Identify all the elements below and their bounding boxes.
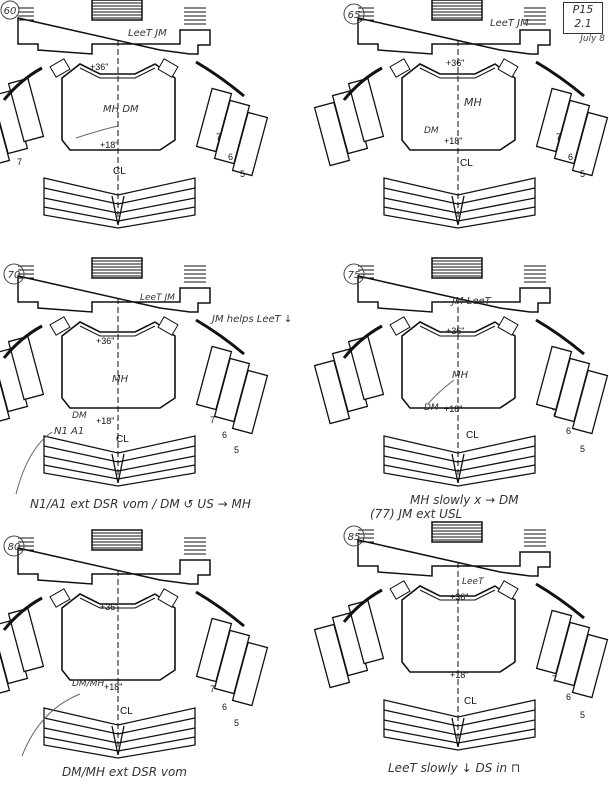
platform-num-6-right: 6 <box>568 152 573 162</box>
blocking-panel-70: 70 LeeT JM JM helps LeeT ↓ MH DM N1 A1 N… <box>0 256 292 511</box>
annotation-n1-a1: N1 A1 <box>54 426 84 437</box>
downstage-level-label: +18" <box>444 404 462 414</box>
annotation-mh-dm: MH DM <box>103 104 139 115</box>
platform-num-5-right: 5 <box>234 718 239 728</box>
platform-num-5-right: 5 <box>580 169 585 179</box>
platform-num-7-right: 7 <box>210 684 215 694</box>
annotation-leet-jm: LeeT JM <box>140 293 175 303</box>
annotation-jm-leet: JM LeeT <box>450 296 492 307</box>
downstage-level-label: +18" <box>444 136 462 146</box>
blocking-panel-80: 80 DM/MH DM/MH ext DSR vom +36" +18" CL … <box>0 528 269 779</box>
upstage-level-label: +36" <box>446 326 464 336</box>
page-number: P15 <box>572 3 594 16</box>
annotation-dm: DM <box>424 403 439 413</box>
centerline-label: CL <box>113 166 126 177</box>
platform-num-7-right: 7 <box>210 415 215 425</box>
annotation-leet-jm: LeeT JM <box>128 28 167 39</box>
platform-num-5-right: 5 <box>580 444 585 454</box>
cue-number: 65 <box>348 10 361 21</box>
platform-num-6-right: 6 <box>222 430 227 440</box>
page-label-box: P15 2.1 <box>563 2 603 34</box>
downstage-level-label: +18" <box>104 682 122 692</box>
annotation-jm-exit: (77) JM ext USL <box>370 507 462 521</box>
centerline-label: CL <box>460 158 473 169</box>
platform-num-7-right: 7 <box>216 132 221 142</box>
annotation-dm: DM <box>424 126 439 136</box>
upstage-level-label: +36" <box>90 62 108 72</box>
annotation-exit-note: DM/MH ext DSR vom <box>62 765 187 779</box>
annotation-dm: DM <box>72 411 87 421</box>
platform-num-6-right: 6 <box>222 702 227 712</box>
upstage-level-label: +36" <box>446 58 464 68</box>
upstage-level-label: +36" <box>450 592 468 602</box>
annotation-mh: MH <box>452 370 469 381</box>
downstage-level-label: +18" <box>96 416 114 426</box>
platform-num-5-right: 5 <box>234 445 239 455</box>
upstage-level-label: +36" <box>96 336 114 346</box>
centerline-label: CL <box>464 696 477 707</box>
platform-num-6-right: 6 <box>566 426 571 436</box>
downstage-level-label: +18" <box>450 670 468 680</box>
blocking-panel-75: 75 JM LeeT MH DM MH slowly x → DM +36" +… <box>313 256 609 507</box>
cue-number: 75 <box>348 270 361 281</box>
cue-number: 80 <box>8 542 21 553</box>
centerline-label: CL <box>120 706 133 717</box>
platform-num-7-right: 7 <box>552 408 557 418</box>
annotation-jm-helps: JM helps LeeT ↓ <box>210 314 292 325</box>
annotation-dm-mh: DM/MH <box>72 679 104 689</box>
centerline-label: CL <box>466 430 479 441</box>
upstage-level-label: +36" <box>100 602 118 612</box>
cue-number: 60 <box>4 6 17 17</box>
platform-num-6-right: 6 <box>566 692 571 702</box>
platform-num-7: 7 <box>17 157 22 167</box>
platform-num-5-right: 5 <box>580 710 585 720</box>
platform-num-7-right: 7 <box>556 132 561 142</box>
page-date: July 8 <box>580 34 605 44</box>
annotation-leet-slowly: LeeT slowly ↓ DS in ⊓ <box>388 761 520 775</box>
annotation-mh-crosses: MH slowly x → DM <box>410 493 519 507</box>
platform-num-6-right: 6 <box>228 152 233 162</box>
annotation-mh: MH <box>112 374 129 385</box>
page-subnumber: 2.1 <box>574 17 592 30</box>
platform-num-5-right: 5 <box>240 169 245 179</box>
blocking-panel-85: 85 LeeT LeeT slowly ↓ DS in ⊓ +36" +18" … <box>313 520 609 775</box>
centerline-label: CL <box>116 434 129 445</box>
annotation-exit-note: N1/A1 ext DSR vom / DM ↺ US → MH <box>30 497 251 511</box>
annotation-leet: LeeT <box>462 577 485 587</box>
platform-num-7-right: 7 <box>552 674 557 684</box>
downstage-level-label: +18" <box>100 140 118 150</box>
cue-number: 85 <box>348 532 361 543</box>
cue-number: 70 <box>8 270 21 281</box>
annotation-mh: MH <box>464 96 482 109</box>
blocking-panel-60: 60 LeeT JM MH DM +36" +18" CL 7 7 6 5 <box>0 0 269 230</box>
annotation-leet-jm: LeeT JM <box>490 18 529 29</box>
blocking-panel-65: 65 LeeT JM MH DM +36" +18" CL 7 6 5 <box>313 0 609 230</box>
